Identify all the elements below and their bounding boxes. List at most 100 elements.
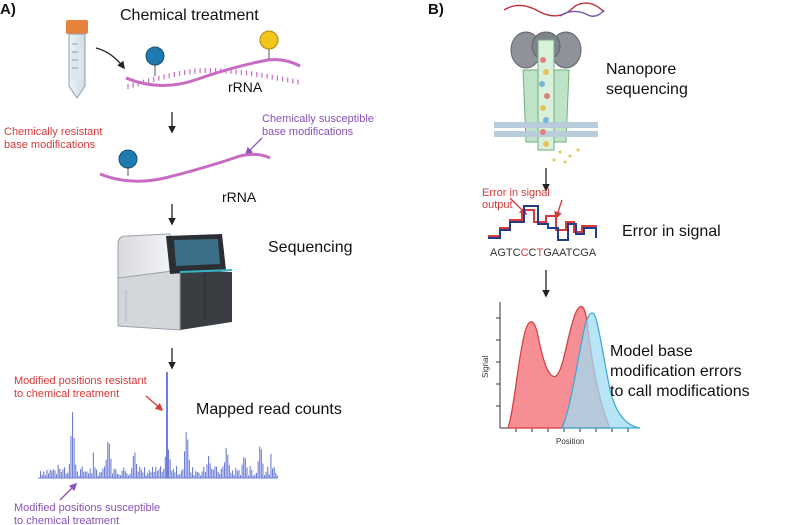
read-count-bar xyxy=(94,467,96,478)
read-count-bar xyxy=(142,472,144,478)
read-count-bar xyxy=(252,475,254,478)
read-count-bar xyxy=(275,472,277,478)
read-count-bar xyxy=(84,471,86,478)
resistant-label: Chemically resistant base modifications xyxy=(4,126,105,151)
read-count-bar xyxy=(196,472,198,478)
read-count-bar xyxy=(128,475,130,478)
blue-modification-icon-2 xyxy=(118,149,138,169)
susceptible-positions-label: Modified positions susceptible to chemic… xyxy=(14,502,163,525)
read-count-bar xyxy=(276,475,278,478)
read-count-bar xyxy=(57,464,59,478)
read-count-bar xyxy=(214,466,216,478)
read-count-bar xyxy=(78,475,80,478)
plot-xlabel: Position xyxy=(556,437,584,446)
read-count-bar xyxy=(88,473,90,478)
read-count-bar xyxy=(153,471,155,478)
read-count-bar xyxy=(163,469,165,478)
read-count-bar xyxy=(131,468,133,478)
read-count-bar xyxy=(62,469,64,478)
read-count-bar xyxy=(120,475,122,478)
plot-ylabel: Signal xyxy=(481,356,490,378)
read-count-bar xyxy=(273,466,275,478)
read-count-bar xyxy=(195,471,197,478)
read-count-bar xyxy=(68,463,70,478)
read-count-bar xyxy=(100,472,102,478)
signal-trace xyxy=(488,205,597,241)
read-count-bar xyxy=(172,468,174,478)
read-count-bar xyxy=(188,459,190,478)
read-count-bar xyxy=(134,452,136,478)
read-count-bar xyxy=(80,469,82,478)
blue-modification-icon xyxy=(145,46,165,66)
read-count-bar xyxy=(267,466,269,478)
read-count-bar xyxy=(92,452,94,478)
panel-b-label: B) xyxy=(428,1,444,18)
read-count-bar xyxy=(164,456,166,478)
read-count-bar xyxy=(259,446,261,478)
read-count-bar xyxy=(233,474,235,478)
read-count-bar xyxy=(177,474,179,478)
read-count-bar xyxy=(152,466,154,478)
read-count-bar xyxy=(219,473,221,478)
rrna-strand-middle xyxy=(99,149,271,183)
model-label: Model base modification errors to call m… xyxy=(610,343,750,400)
read-count-bar xyxy=(176,466,178,478)
read-count-bar xyxy=(49,469,51,478)
read-count-bar xyxy=(52,469,54,478)
read-count-bar xyxy=(72,412,74,478)
panel-a-label: A) xyxy=(0,1,16,18)
read-count-bar xyxy=(243,457,245,478)
sequencing-label: Sequencing xyxy=(268,239,353,256)
read-count-bar xyxy=(238,469,240,478)
read-count-bar xyxy=(248,475,250,478)
read-count-bar xyxy=(56,474,58,478)
read-count-bar xyxy=(249,466,251,478)
read-count-bar xyxy=(64,467,66,478)
read-count-bar xyxy=(171,471,173,478)
rrna-label-top: rRNA xyxy=(228,79,263,95)
read-count-bar xyxy=(44,475,46,478)
read-count-bar xyxy=(185,432,187,478)
read-count-bar xyxy=(112,473,114,478)
read-count-bar xyxy=(89,468,91,478)
read-count-bar xyxy=(265,471,267,478)
read-count-bar xyxy=(108,443,110,478)
read-count-bars xyxy=(40,372,278,478)
read-count-bar xyxy=(169,459,171,478)
read-count-bar xyxy=(212,469,214,478)
signal-sequence: AGTCCCTGAATCGA xyxy=(490,247,597,259)
read-count-bar xyxy=(54,470,56,478)
read-count-bar xyxy=(123,467,125,478)
read-count-bar xyxy=(116,473,118,478)
read-count-bar xyxy=(254,474,256,478)
read-count-bar xyxy=(81,466,83,478)
error-in-signal-label: Error in signal xyxy=(622,223,721,240)
read-count-bar xyxy=(184,451,186,478)
rrna-label-middle: rRNA xyxy=(222,189,257,205)
read-count-bar xyxy=(198,472,200,478)
read-count-bar xyxy=(272,468,274,478)
read-count-bar xyxy=(220,468,222,478)
read-count-bar xyxy=(187,439,189,478)
sequencer-machine-icon xyxy=(117,233,233,331)
read-count-bar xyxy=(96,469,98,478)
read-count-bar xyxy=(200,475,202,478)
read-count-bar xyxy=(83,471,85,478)
read-count-bar xyxy=(70,435,72,478)
read-count-bar xyxy=(168,449,170,478)
read-count-bar-peak xyxy=(166,372,168,478)
read-count-bar xyxy=(201,471,203,478)
read-count-bar xyxy=(235,467,237,478)
read-count-bar xyxy=(251,469,253,478)
read-count-bar xyxy=(262,463,264,478)
read-count-bar xyxy=(118,474,120,478)
read-count-bar xyxy=(124,471,126,478)
reagent-tube-icon xyxy=(66,20,88,99)
read-count-bar xyxy=(105,459,107,478)
read-count-bar xyxy=(73,438,75,478)
read-count-bar xyxy=(241,464,243,478)
read-count-bar xyxy=(256,472,258,478)
read-count-bar xyxy=(140,469,142,478)
read-count-bar xyxy=(158,469,160,478)
